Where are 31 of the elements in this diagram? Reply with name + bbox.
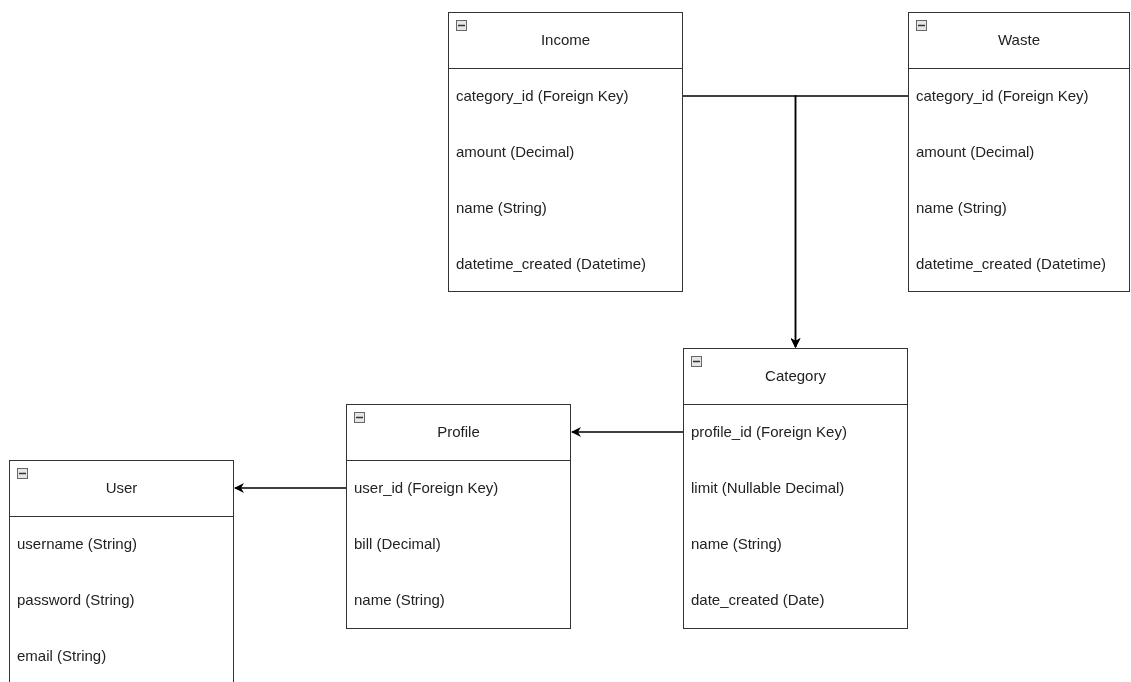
entity-table: [448, 12, 683, 292]
field-text: amount (Decimal): [456, 141, 575, 162]
field-text: limit (Nullable Decimal): [691, 477, 845, 498]
entity-table: [9, 460, 234, 682]
field-text: name (String): [916, 197, 1007, 218]
field-text: datetime_created (Datetime): [456, 253, 647, 274]
entity-table: [683, 348, 908, 629]
field-text: user_id (Foreign Key): [354, 477, 499, 498]
table-title: Income: [540, 30, 591, 51]
table-title: Category: [765, 366, 826, 387]
field-text: name (String): [354, 589, 445, 610]
field-text: name (String): [691, 533, 782, 554]
table-title: Profile: [437, 422, 480, 443]
field-text: amount (Decimal): [916, 141, 1035, 162]
arrow: [790, 95, 909, 348]
field-text: datetime_created (Datetime): [916, 253, 1107, 274]
field-text: profile_id (Foreign Key): [691, 421, 847, 442]
field-text: category_id (Foreign Key): [456, 85, 629, 106]
field-text: username (String): [17, 533, 138, 554]
field-text: name (String): [456, 197, 547, 218]
field-text: password (String): [17, 589, 135, 610]
field-text: email (String): [17, 645, 107, 666]
field-text: bill (Decimal): [354, 533, 441, 554]
field-text: date_created (Date): [691, 589, 825, 610]
arrow: [234, 483, 347, 493]
entity-table: [346, 404, 571, 629]
entity-table: [908, 12, 1130, 292]
table-title: User: [105, 478, 138, 499]
table-title: Waste: [998, 30, 1040, 51]
field-text: category_id (Foreign Key): [916, 85, 1089, 106]
arrow: [571, 427, 684, 437]
